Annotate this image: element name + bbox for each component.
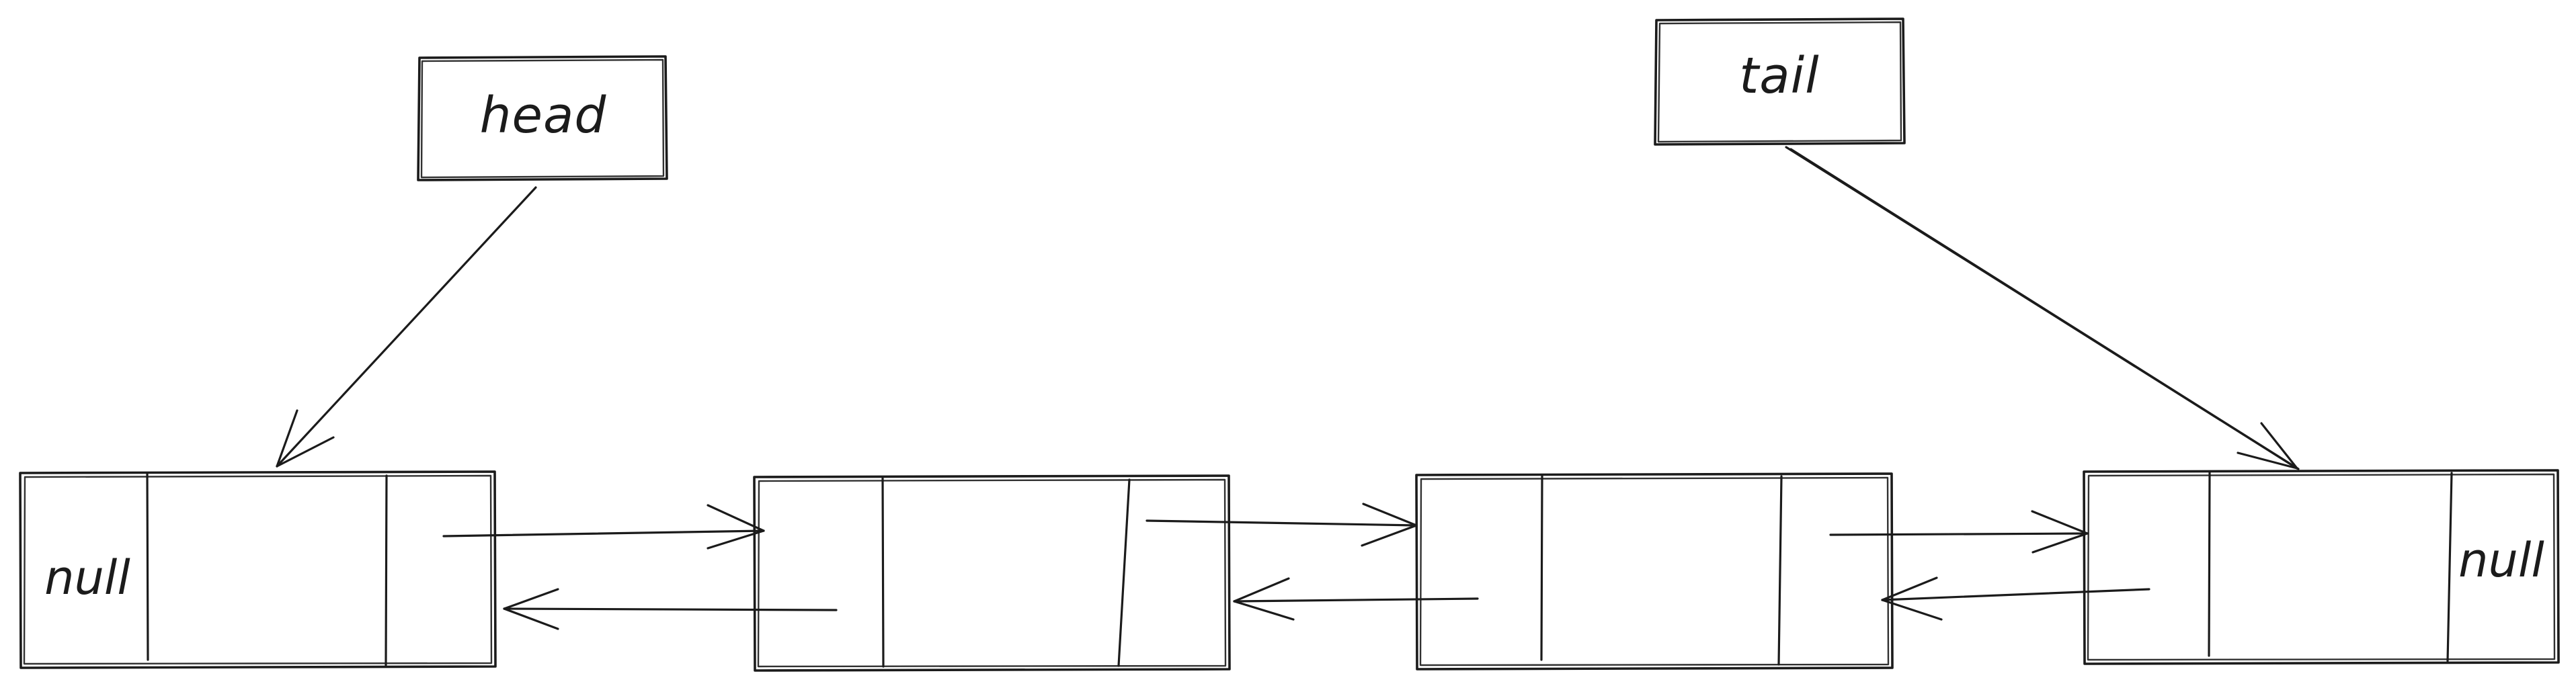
tail-label: tail bbox=[1739, 47, 1819, 105]
next-arrow-1-2 bbox=[442, 504, 765, 550]
list-node-4: null bbox=[2083, 469, 2560, 665]
tail-pointer-box: tail bbox=[1654, 17, 1906, 146]
head-arrow bbox=[276, 186, 537, 468]
prev-arrow-3-2 bbox=[1233, 577, 1479, 621]
node-1-prev-null: null bbox=[44, 550, 130, 605]
next-arrow-3-4 bbox=[1829, 510, 2089, 554]
prev-arrow-2-1 bbox=[503, 588, 838, 630]
next-arrow-2-3 bbox=[1145, 503, 1418, 547]
prev-arrow-4-3 bbox=[1881, 576, 2150, 621]
list-node-1: null bbox=[19, 470, 497, 669]
tail-arrow bbox=[1785, 146, 2300, 470]
head-pointer-box: head bbox=[417, 55, 668, 181]
head-label: head bbox=[480, 87, 607, 144]
node-4-next-null: null bbox=[2458, 533, 2544, 588]
list-node-2 bbox=[753, 474, 1231, 672]
list-node-3 bbox=[1415, 472, 1894, 671]
